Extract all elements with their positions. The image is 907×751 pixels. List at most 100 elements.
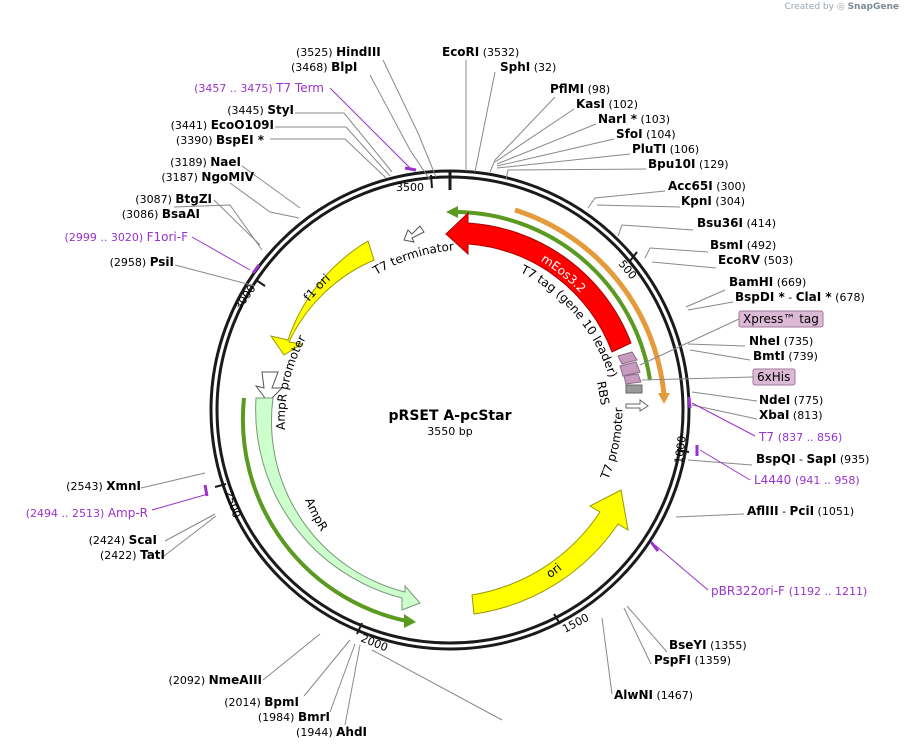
enzyme-position: (935) [840,453,870,466]
tick-mark-2500 [214,483,227,488]
enzyme-name: AhdI [336,725,367,739]
enzyme-position: (300) [716,180,746,193]
enzyme-label[interactable]: KpnI (304) [681,194,745,208]
feature-leader-orange-arrow [658,393,670,404]
enzyme-label[interactable]: (3441) EcoO109I [171,118,274,132]
enzyme-label[interactable]: (3189) NaeI [170,155,241,169]
primer-mark-t7term [404,166,417,172]
enzyme-label[interactable]: (1984) BmrI [258,710,330,724]
features: mEos3.2 T7 tag (gene 10 leader) RBS T7 p… [240,206,824,628]
enzyme-label[interactable]: (3187) NgoMIV [161,170,254,184]
enzyme-label[interactable]: (3525) HindIII [296,45,381,59]
enzyme-label[interactable]: (3087) BtgZI [135,192,212,206]
enzyme-label[interactable]: PflMI (98) [550,82,610,96]
primer-label[interactable]: (2999 .. 3020) F1ori-F [65,230,189,244]
primer-name: F1ori-F [147,230,188,244]
enzyme-name: NarI * [598,112,638,126]
enzyme-label[interactable]: (2543) XmnI [66,479,141,493]
primer-name: T7 Term [275,81,324,95]
enzyme-name: BmtI [753,349,785,363]
enzyme-position: (503) [764,254,794,267]
enzyme-label[interactable]: (1944) AhdI [296,725,367,739]
primer-label[interactable]: (2494 .. 2513) Amp-R [26,506,148,520]
enzyme-label[interactable]: AlwNI (1467) [614,688,693,702]
enzyme-position: (735) [784,335,814,348]
primer-label[interactable]: L4440 (941 .. 958) [754,473,860,487]
primer-name: T7 [758,430,778,444]
watermark-prefix: Created by [784,2,834,12]
enzyme-label[interactable]: (3468) BlpI [291,60,357,74]
enzyme-label[interactable]: Bpu10I (129) [648,157,729,171]
enzyme-label[interactable]: BmtI (739) [753,349,818,363]
enzyme-label[interactable]: EcoRV (503) [718,253,793,267]
enzyme-position: (492) [747,239,777,252]
xpress-tag-box-label: Xpress™ tag [743,312,819,326]
primer-label[interactable]: pBR322ori-F (1192 .. 1211) [711,584,867,598]
enzyme-label[interactable]: (2092) NmeAIII [169,673,262,687]
enzyme-label[interactable]: NarI * (103) [598,112,670,126]
primer-mark-t7 [687,396,692,409]
enzyme-position: (2092) [169,674,209,687]
enzyme-label[interactable]: NheI (735) [749,334,813,348]
ori-arrow [471,489,629,615]
enzyme-position: (3532) [483,46,520,59]
enzyme-name: EcoRV [718,253,761,267]
enzyme-label[interactable]: EcoRI (3532) [442,45,519,59]
enzyme-label[interactable]: (2422) TatI [100,548,165,562]
his-tag-box-label: 6xHis [757,370,790,384]
plasmid-length: 3550 bp [427,425,472,438]
enzyme-label[interactable]: (3390) BspEI * [176,133,265,147]
enzyme-label[interactable]: XbaI (813) [759,408,823,422]
enzyme-name-secondary: ClaI * [796,290,833,304]
tick-mark-1000 [676,449,690,453]
snapgene-watermark: Created by ◎ SnapGene [784,2,899,12]
enzyme-label[interactable]: (3086) BsaAI [122,207,200,221]
enzyme-name: KpnI [681,194,712,208]
primer-label[interactable]: (3457 .. 3475) T7 Term [194,81,324,95]
enzyme-position: (304) [715,195,745,208]
enzyme-position: (3468) [291,61,331,74]
watermark-brand: SnapGene [847,2,899,12]
primer-range: (1192 .. 1211) [789,585,868,598]
enzyme-name: BspEI * [216,133,265,147]
his-tag-leader [641,376,754,381]
primer-name: L4440 [754,473,795,487]
enzyme-position: (3189) [170,156,210,169]
enzyme-position: (3187) [161,171,201,184]
enzyme-label[interactable]: PspFI (1359) [654,653,731,667]
enzyme-label[interactable]: (2958) PsiI [110,255,174,269]
enzyme-label[interactable]: BspDI * - ClaI * (678) [735,290,865,304]
enzyme-label[interactable]: Acc65I (300) [668,179,746,193]
enzyme-label[interactable]: SfoI (104) [616,127,676,141]
enzyme-position: (2543) [66,480,106,493]
feature-ori[interactable]: ori [471,489,629,615]
enzyme-label[interactable]: NdeI (775) [759,393,823,407]
enzyme-name: PflMI [550,82,584,96]
enzyme-label[interactable]: AflIII - PciI (1051) [747,504,854,518]
primer-label[interactable]: T7 (837 .. 856) [758,430,842,444]
enzyme-position: (129) [699,158,729,171]
enzyme-position: (3086) [122,208,162,221]
enzyme-label[interactable]: BspQI - SapI (935) [756,452,869,466]
enzyme-label[interactable]: BsmI (492) [710,238,776,252]
enzyme-position: (669) [777,276,807,289]
enzyme-label[interactable]: (2014) BpmI [224,695,299,709]
enzyme-label[interactable]: BamHI (669) [729,275,806,289]
feature-f1-ori[interactable]: f1 ori [269,240,375,356]
tick-label-1000: 1000 [672,435,689,465]
tick-mark-3500 [430,174,433,189]
feature-t7-terminator[interactable]: T7 terminator [370,225,455,278]
enzyme-label[interactable]: KasI (102) [576,97,638,111]
enzyme-label[interactable]: Bsu36I (414) [697,216,776,230]
enzyme-name: NheI [749,334,780,348]
enzyme-name: BtgZI [175,192,212,206]
enzyme-label[interactable]: (2424) ScaI [89,533,157,547]
enzyme-label[interactable]: (3445) StyI [227,103,294,117]
enzyme-label[interactable]: BseYI (1355) [669,638,747,652]
enzyme-name: NmeAIII [209,673,262,687]
enzyme-position: (2014) [224,696,264,709]
enzyme-label[interactable]: SphI (32) [500,60,556,74]
enzyme-label[interactable]: PluTI (106) [632,142,699,156]
enzyme-name: NgoMIV [201,170,254,184]
